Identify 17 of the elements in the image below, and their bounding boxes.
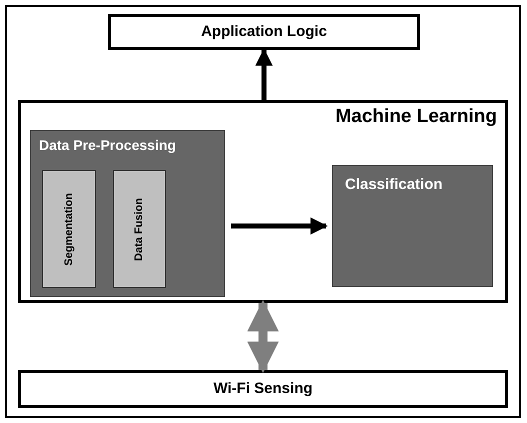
process-box <box>108 14 420 50</box>
arrow <box>255 48 273 100</box>
box-label: Application Logic <box>201 22 327 42</box>
box-label: Segmentation <box>62 192 76 266</box>
process-box <box>18 100 508 303</box>
arrow <box>231 217 328 235</box>
box-label: Data Pre-Processing <box>39 136 176 155</box>
process-box <box>113 170 166 288</box>
box-label: Data Fusion <box>132 198 146 260</box>
process-box <box>332 165 493 287</box>
process-box <box>30 130 225 297</box>
process-box <box>42 170 96 288</box>
box-label: Wi-Fi Sensing <box>213 378 313 399</box>
arrow <box>247 300 279 374</box>
box-label: Machine Learning <box>335 105 497 129</box>
process-box <box>18 370 508 408</box>
box-label: Classification <box>345 175 443 195</box>
